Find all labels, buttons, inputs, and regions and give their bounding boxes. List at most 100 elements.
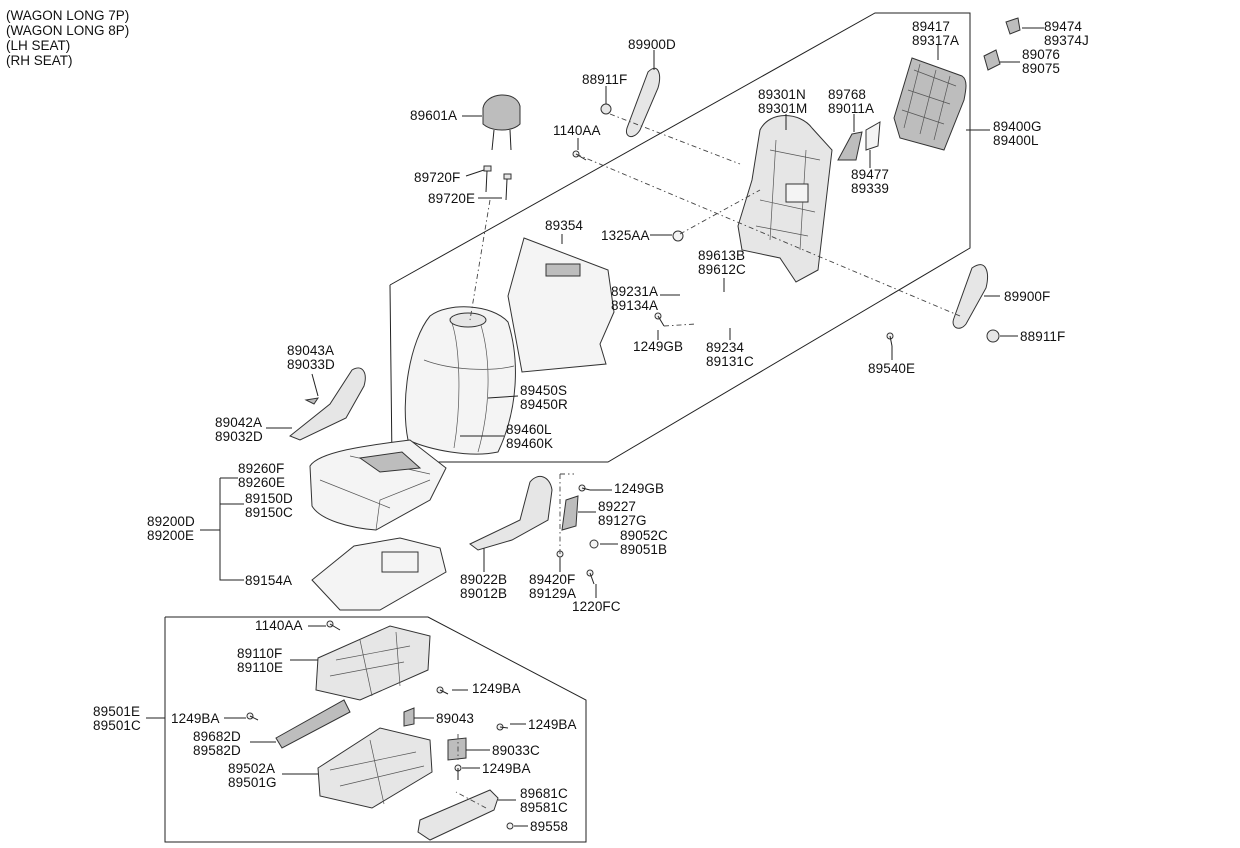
- label-1220FC: 1220FC: [572, 600, 621, 614]
- label-1249GB-low: 1249GB: [614, 482, 664, 496]
- side-rail: [275, 699, 351, 749]
- label-89450S: 89450S 89450R: [520, 384, 568, 412]
- label-89601A: 89601A: [410, 109, 457, 123]
- seatback-back-panel: [893, 57, 967, 151]
- leader-lines: [146, 27, 1044, 827]
- part-number: 89460K: [506, 436, 554, 451]
- pad-patch: [545, 263, 581, 277]
- part-number: 1249BA: [171, 711, 220, 726]
- part-number: 89400L: [993, 133, 1039, 148]
- part-number: 89231A: [611, 284, 659, 299]
- bracket-89768: [837, 131, 863, 161]
- part-number: 1140AA: [553, 123, 601, 138]
- part-number: 89354: [545, 218, 584, 233]
- part-number: 89417: [912, 19, 951, 34]
- label-89474: 89474 89374J: [1044, 20, 1089, 48]
- part-number: 89613B: [698, 248, 746, 263]
- headrest-part: [482, 94, 521, 151]
- label-1249BA-d: 1249BA: [482, 762, 531, 776]
- label-89540E: 89540E: [868, 362, 915, 376]
- part-number: 89022B: [460, 572, 508, 587]
- part-number: 89127G: [598, 513, 647, 528]
- label-89501E: 89501E 89501C: [93, 705, 141, 733]
- assembly-lines: [455, 113, 961, 809]
- part-number: 89154A: [245, 573, 293, 588]
- pad-insert: [381, 551, 419, 573]
- part-number: 89150C: [245, 505, 293, 520]
- part-number: 1140AA: [255, 618, 303, 633]
- part-number: 89420F: [529, 572, 576, 587]
- label-1249GB-mid: 1249GB: [633, 340, 683, 354]
- part-number: 89051B: [620, 542, 668, 557]
- part-number: 89339: [851, 181, 890, 196]
- part-number: 89110F: [237, 646, 283, 661]
- label-89502A: 89502A 89501G: [228, 762, 277, 790]
- part-number: 89129A: [529, 586, 577, 601]
- clip-89076: [983, 49, 1001, 71]
- label-89110F: 89110F 89110E: [237, 647, 283, 675]
- label-89681C: 89681C 89581C: [520, 787, 568, 815]
- cap-right: [986, 329, 1000, 343]
- note-line: (RH SEAT): [6, 53, 73, 68]
- part-number: 89460L: [506, 422, 552, 437]
- label-88911F-right: 88911F: [1020, 330, 1065, 344]
- side-cover-left: [625, 67, 661, 137]
- label-89150D: 89150D 89150C: [245, 492, 293, 520]
- part-number: 89012B: [460, 586, 508, 601]
- part-number: 89134A: [611, 298, 659, 313]
- label-89613B: 89613B 89612C: [698, 249, 746, 277]
- part-number: 89301N: [758, 87, 806, 102]
- part-number: 89033C: [492, 743, 540, 758]
- part-number: 89317A: [912, 33, 960, 48]
- label-1249BA-b: 1249BA: [171, 712, 220, 726]
- part-number: 89501E: [93, 704, 141, 719]
- label-89154A: 89154A: [245, 574, 292, 588]
- part-number: 89477: [851, 167, 890, 182]
- label-89682D: 89682D 89582D: [193, 730, 241, 758]
- part-number: 89227: [598, 499, 637, 514]
- part-number: 89720E: [428, 191, 476, 206]
- part-number: 1249GB: [633, 339, 684, 354]
- label-1140AA-low: 1140AA: [255, 619, 303, 633]
- note-line: (WAGON LONG 7P): [6, 8, 130, 23]
- part-number: 89260E: [238, 475, 286, 490]
- seat-cushion: [309, 439, 447, 531]
- part-number: 89681C: [520, 786, 568, 801]
- part-number: 89540E: [868, 361, 916, 376]
- label-89022B: 89022B 89012B: [460, 573, 507, 601]
- label-89043: 89043: [436, 712, 474, 726]
- label-89234: 89234 89131C: [706, 341, 754, 369]
- part-number: 89450R: [520, 397, 568, 412]
- part-number: 89612C: [698, 262, 746, 277]
- bolt-icons: [246, 150, 894, 830]
- label-89043A: 89043A 89033D: [287, 344, 335, 372]
- label-89720F: 89720F: [414, 171, 460, 185]
- label-89227: 89227 89127G: [598, 500, 647, 528]
- part-number: 89501C: [93, 718, 141, 733]
- cushion-bracket-main: [219, 478, 244, 581]
- part-number: 89150D: [245, 491, 293, 506]
- part-number: 89075: [1022, 61, 1061, 76]
- label-1249BA-c: 1249BA: [528, 718, 577, 732]
- part-number: 89301M: [758, 101, 808, 116]
- label-89420F: 89420F 89129A: [529, 573, 576, 601]
- part-number: 1325AA: [601, 228, 650, 243]
- label-89200D: 89200D 89200E: [147, 515, 195, 543]
- label-89033C: 89033C: [492, 744, 540, 758]
- lower-side-cover: [417, 789, 499, 841]
- part-number: 89582D: [193, 743, 241, 758]
- part-number: 1249GB: [614, 481, 665, 496]
- part-number: 1249BA: [528, 717, 577, 732]
- frame-group-outline: [164, 616, 587, 843]
- label-89260F: 89260F 89260E: [238, 462, 285, 490]
- side-shield-cap: [304, 397, 320, 405]
- label-89076: 89076 89075: [1022, 48, 1060, 76]
- part-number: 89011A: [828, 101, 875, 116]
- seatback-pad: [507, 237, 615, 373]
- part-number: 89601A: [410, 108, 458, 123]
- note-line: (WAGON LONG 8P): [6, 23, 130, 38]
- side-cover-right: [952, 264, 988, 329]
- part-number: 89374J: [1044, 33, 1089, 48]
